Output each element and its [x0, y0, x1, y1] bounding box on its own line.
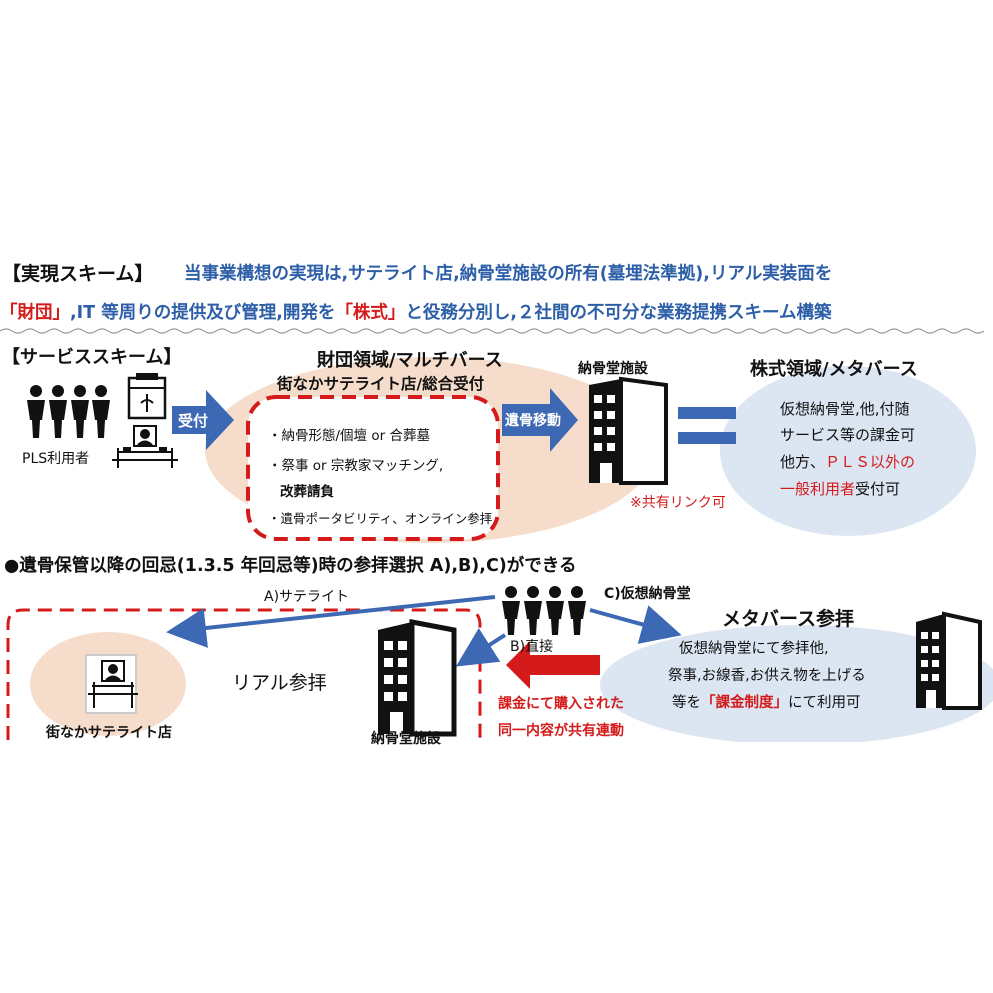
equals-bottom-bar: [678, 432, 736, 444]
corp-line-3: 他方、ＰＬＳ以外の: [780, 451, 915, 472]
corp-line-3-b: ＰＬＳ以外の: [825, 453, 916, 471]
wavy-divider: [0, 328, 985, 334]
header-line-2-end: と役務分別し,２社間の不可分な業務提携スキーム構築: [405, 303, 832, 323]
move-arrow: [502, 388, 578, 452]
virtual-building-icon: [916, 611, 982, 710]
metaverse-line-2: 祭事,お線香,お供え物を上げる: [668, 668, 866, 684]
move-arrow-label: 遺骨移動: [505, 413, 561, 429]
service-scheme-title: 【サービススキーム】: [2, 347, 182, 368]
bottom-mask: [0, 742, 993, 993]
satellite-altar-icon: [85, 654, 138, 714]
visit-heading: ●遺骨保管以降の回忌(1.3.5 年回忌等)時の参拝選択 A),B),C)ができ…: [4, 556, 577, 576]
pls-user-label: PLS利用者: [22, 451, 90, 467]
metaverse-line-3-c: にて利用可: [788, 695, 861, 711]
shared-link-note: ※共有リンク可: [630, 495, 726, 511]
arrow-c-virtual: [589, 605, 682, 644]
real-visit-box: [6, 608, 482, 740]
corp-line-1: 仮想納骨堂,他,付随: [780, 400, 910, 418]
corp-region: [720, 366, 976, 536]
option-c-label: C)仮想納骨堂: [604, 586, 691, 602]
visitors-icon: [502, 586, 586, 635]
metaverse-region: [600, 625, 993, 745]
corp-title: 株式領域/メタバース: [750, 359, 918, 380]
arrow-b-direct: [455, 628, 507, 667]
ossuary-label: 納骨堂施設: [578, 361, 648, 377]
services-box: [246, 395, 500, 541]
arrow-a-satellite: [166, 595, 496, 648]
urn-box-icon: [127, 373, 167, 420]
corp-line-3-a: 他方、: [780, 453, 826, 471]
shared-link-arrow: [506, 641, 600, 689]
reception-arrow: [172, 390, 234, 450]
header-line-2: 「財団」,IT 等周りの提供及び管理,開発を「株式」と役務分別し,２社間の不可分…: [0, 299, 831, 324]
metaverse-visit-title: メタバース参拝: [722, 608, 855, 630]
foundation-title: 財団領域/マルチバース: [317, 350, 503, 371]
charge-line-2: 同一内容が共有連動: [498, 723, 624, 739]
corp-line-4-a: 一般利用者: [780, 480, 856, 498]
scheme-bracket-label: 【実現スキーム】: [2, 263, 154, 285]
corp-keyword: 「株式」: [335, 303, 406, 323]
corp-line-2: サービス等の課金可: [780, 426, 916, 444]
option-b-label: B)直接: [510, 639, 554, 655]
service-item-2: ・祭事 or 宗教家マッチング,: [268, 458, 444, 474]
real-visit-label: リアル参拝: [232, 672, 327, 694]
altar-icon: [112, 425, 178, 468]
option-a-label: A)サテライト: [264, 589, 350, 605]
facility-building-icon: [378, 618, 457, 737]
header-line-2-mid: ,IT 等周りの提供及び管理,開発を: [70, 303, 336, 323]
charge-line-1: 課金にて購入された: [498, 696, 624, 712]
service-item-3: ・遺骨ポータビリティ、オンライン参拝: [268, 511, 493, 526]
users-icon: [27, 385, 110, 438]
header-line-1: 当事業構想の実現は,サテライト店,納骨堂施設の所有(墓埋法準拠),リアル実装面を: [184, 264, 833, 284]
ossuary-facility-label: 納骨堂施設: [371, 731, 441, 747]
service-item-2b: 改葬請負: [280, 484, 334, 500]
ossuary-building-icon: [589, 376, 668, 485]
metaverse-line-1: 仮想納骨堂にて参拝他,: [679, 641, 829, 657]
service-item-1: ・納骨形態/個壇 or 合葬墓: [268, 428, 430, 444]
metaverse-line-3: 等を「課金制度」にて利用可: [672, 691, 861, 712]
foundation-subtitle: 街なかサテライト店/総合受付: [277, 375, 485, 393]
equals-top-bar: [678, 407, 736, 419]
metaverse-line-3-a: 等を: [672, 695, 701, 711]
charge-system-keyword: 「課金制度」: [701, 695, 788, 711]
corp-line-4: 一般利用者受付可: [780, 478, 900, 499]
reception-arrow-label: 受付: [178, 412, 209, 430]
satellite-store-label: 街なかサテライト店: [46, 725, 172, 741]
foundation-keyword: 「財団」: [0, 303, 70, 323]
corp-line-4-b: 受付可: [855, 480, 901, 498]
